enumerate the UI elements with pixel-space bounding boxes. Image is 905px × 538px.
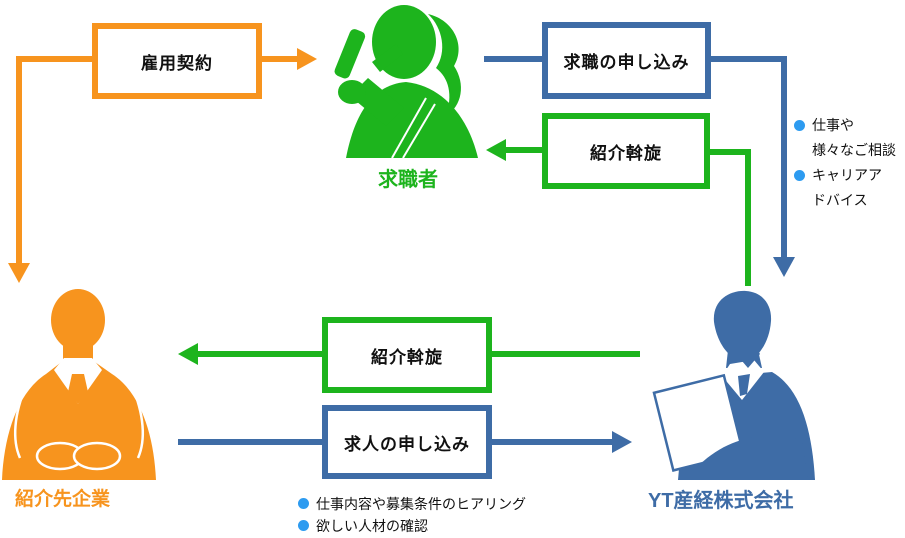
company-services-list: 仕事内容や募集条件のヒアリング 欲しい人材の確認 bbox=[298, 493, 578, 537]
referral-to-company-line-right bbox=[492, 351, 640, 357]
list-item: 仕事や 様々なご相談 bbox=[794, 113, 904, 163]
employment-contract-box: 雇用契約 bbox=[92, 23, 262, 99]
list-item: 欲しい人材の確認 bbox=[298, 515, 578, 537]
arrowhead-left-icon bbox=[178, 343, 198, 365]
arrowhead-left-icon bbox=[486, 139, 506, 161]
referral-to-seeker-line-right bbox=[710, 149, 751, 155]
job-application-line-left bbox=[484, 56, 542, 62]
note-text: 仕事や 様々なご相談 bbox=[812, 117, 896, 158]
job-seeker-figure bbox=[316, 0, 488, 159]
referral-to-seeker-label: 紹介斡旋 bbox=[590, 143, 662, 163]
client-company-businessman-icon bbox=[2, 289, 156, 480]
employment-contract-line-left bbox=[16, 56, 94, 62]
job-offer-line-right bbox=[492, 439, 613, 445]
job-application-line-right bbox=[711, 56, 787, 62]
arrowhead-down-icon bbox=[8, 263, 30, 283]
agency-label: YT産経株式会社 bbox=[648, 490, 794, 512]
note-text: 欲しい人材の確認 bbox=[316, 518, 428, 534]
referral-to-seeker-line-vertical bbox=[745, 149, 751, 286]
job-application-box: 求職の申し込み bbox=[542, 22, 711, 99]
referral-to-seeker-box: 紹介斡旋 bbox=[542, 113, 710, 189]
bullet-icon bbox=[794, 120, 805, 131]
arrowhead-down-icon bbox=[773, 257, 795, 277]
referral-to-company-box: 紹介斡旋 bbox=[322, 317, 492, 393]
bullet-icon bbox=[298, 498, 309, 509]
employment-contract-line-right bbox=[262, 56, 298, 62]
job-seeker-woman-icon bbox=[332, 5, 478, 159]
seeker-services-list: 仕事や 様々なご相談 キャリアア ドバイス bbox=[794, 113, 904, 213]
referral-to-seeker-line-left bbox=[505, 147, 542, 153]
note-text: キャリアア ドバイス bbox=[812, 167, 882, 208]
referral-to-company-line-left bbox=[197, 351, 322, 357]
job-offer-application-label: 求人の申し込み bbox=[344, 434, 470, 454]
employment-contract-line-vertical bbox=[16, 56, 22, 264]
list-item: 仕事内容や募集条件のヒアリング bbox=[298, 493, 578, 515]
job-seeker-label: 求職者 bbox=[378, 169, 438, 191]
arrowhead-right-icon bbox=[297, 48, 317, 70]
client-company-label: 紹介先企業 bbox=[15, 489, 111, 510]
note-text: 仕事内容や募集条件のヒアリング bbox=[316, 496, 526, 512]
client-company-figure bbox=[0, 288, 158, 480]
list-item: キャリアア ドバイス bbox=[794, 163, 904, 213]
employment-contract-label: 雇用契約 bbox=[141, 53, 213, 73]
job-application-line-vertical bbox=[781, 56, 787, 257]
job-offer-application-box: 求人の申し込み bbox=[322, 405, 492, 479]
agency-businessman-icon bbox=[652, 290, 815, 480]
bullet-icon bbox=[794, 170, 805, 181]
referral-to-company-label: 紹介斡旋 bbox=[371, 347, 443, 367]
job-application-label: 求職の申し込み bbox=[563, 53, 690, 72]
job-offer-line-left bbox=[178, 439, 322, 445]
bullet-icon bbox=[298, 520, 309, 531]
agency-figure bbox=[650, 288, 816, 480]
arrowhead-right-icon bbox=[612, 431, 632, 453]
